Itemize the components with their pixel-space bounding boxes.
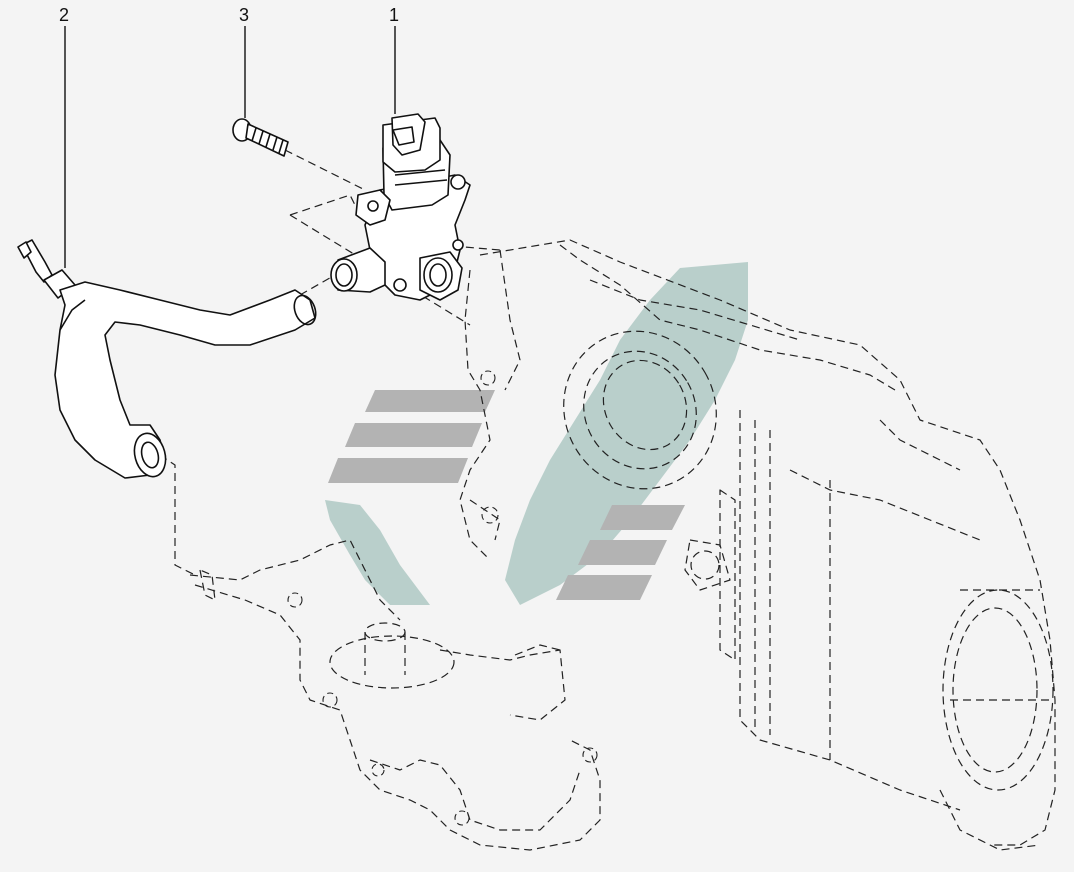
callout-2[interactable]: 2 — [59, 5, 69, 25]
callout-leaders — [64, 26, 396, 268]
callout-1[interactable]: 1 — [389, 5, 399, 25]
watermark-logo — [325, 262, 748, 605]
solenoid-valve — [330, 113, 471, 301]
callout-numbers: 2 3 1 — [59, 5, 399, 25]
callout-3[interactable]: 3 — [239, 5, 249, 25]
thermostat-housing-outline — [189, 539, 601, 851]
coolant-hose — [17, 239, 317, 479]
engine-block-outline — [459, 239, 1056, 851]
bolt — [232, 118, 289, 157]
